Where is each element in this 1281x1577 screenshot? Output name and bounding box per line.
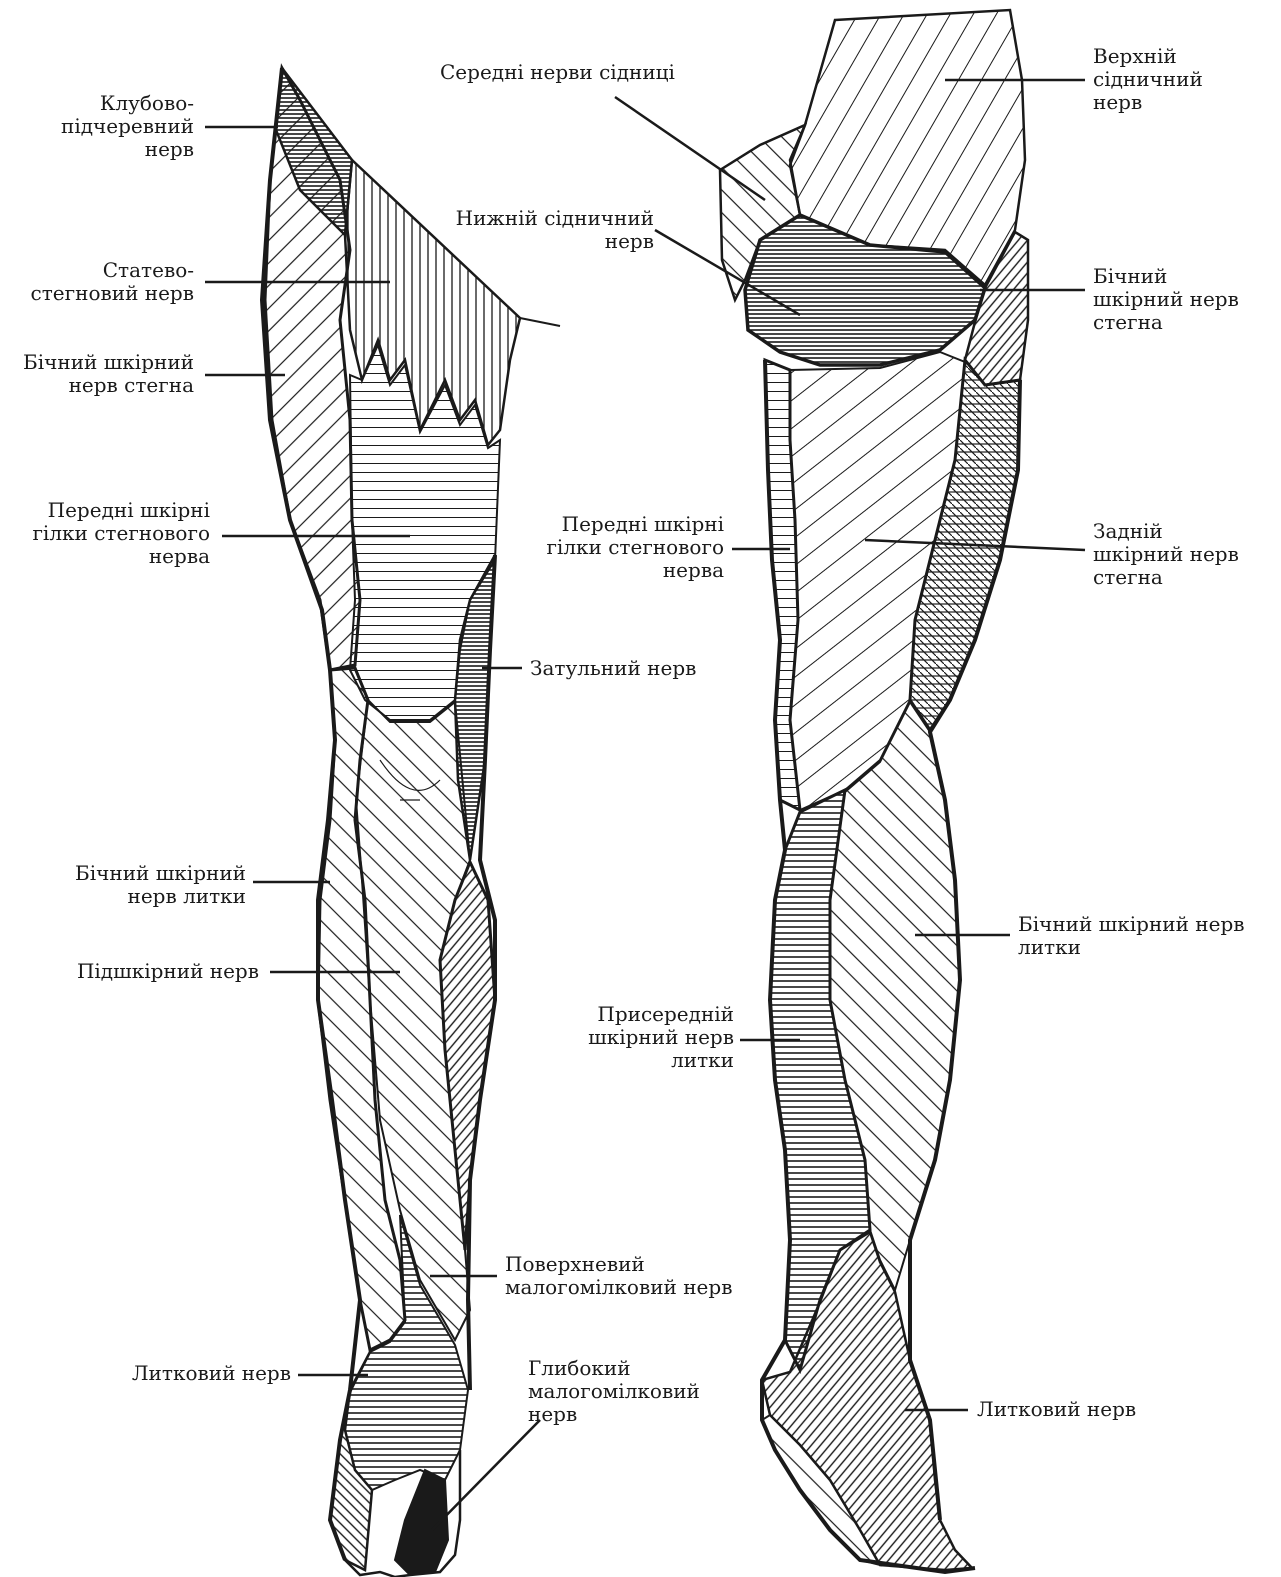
label-line: нерв xyxy=(61,138,194,161)
label-inferior-gluteal: Нижній сідничний нерв xyxy=(456,207,654,253)
label-back-lateral-femoral: Бічний шкірний нерв стегна xyxy=(1093,265,1239,334)
label-line: малогомілковий xyxy=(528,1380,700,1403)
label-line: литки xyxy=(1018,936,1245,959)
label-superficial-peroneal: Поверхневий малогомілковий нерв xyxy=(505,1253,732,1299)
label-line: Передні шкірні xyxy=(32,499,210,522)
label-iliohypogastric: Клубово- підчеревний нерв xyxy=(61,92,194,161)
front-leg xyxy=(262,68,560,1577)
label-line: литки xyxy=(588,1049,734,1072)
label-line: Бічний шкірний xyxy=(23,351,194,374)
label-front-anterior-femoral: Передні шкірні гілки стегнового нерва xyxy=(32,499,210,568)
label-line: Литковий нерв xyxy=(132,1362,291,1385)
label-line: Затульний нерв xyxy=(530,657,696,680)
label-line: гілки стегнового xyxy=(546,536,724,559)
label-front-lateral-femoral: Бічний шкірний нерв стегна xyxy=(23,351,194,397)
label-back-lateral-sural: Бічний шкірний нерв литки xyxy=(1018,913,1245,959)
label-line: нерв xyxy=(456,230,654,253)
label-line: Нижній сідничний xyxy=(456,207,654,230)
label-back-anterior-femoral: Передні шкірні гілки стегнового нерва xyxy=(546,513,724,582)
label-front-lateral-sural: Бічний шкірний нерв литки xyxy=(75,862,246,908)
label-line: Верхній xyxy=(1093,45,1203,68)
label-back-sural: Литковий нерв xyxy=(977,1398,1136,1421)
label-line: нерв xyxy=(1093,91,1203,114)
label-line: малогомілковий нерв xyxy=(505,1276,732,1299)
label-line: підчеревний xyxy=(61,115,194,138)
label-posterior-femoral: Задній шкірний нерв стегна xyxy=(1093,520,1239,589)
label-genitofemoral: Статево- стегновий нерв xyxy=(31,259,194,305)
label-line: стегновий нерв xyxy=(31,282,194,305)
label-line: гілки стегнового xyxy=(32,522,210,545)
label-line: стегна xyxy=(1093,566,1239,589)
label-line: Бічний шкірний xyxy=(75,862,246,885)
label-saphenous: Підшкірний нерв xyxy=(77,960,259,983)
label-superior-gluteal: Верхній сідничний нерв xyxy=(1093,45,1203,114)
label-line: нерв литки xyxy=(75,885,246,908)
label-line: Клубово- xyxy=(61,92,194,115)
label-line: Задній xyxy=(1093,520,1239,543)
label-line: Поверхневий xyxy=(505,1253,732,1276)
label-line: нерва xyxy=(546,559,724,582)
label-line: нерв стегна xyxy=(23,374,194,397)
label-obturator: Затульний нерв xyxy=(530,657,696,680)
label-line: нерва xyxy=(32,545,210,568)
label-line: шкірний нерв xyxy=(1093,288,1239,311)
label-line: сідничний xyxy=(1093,68,1203,91)
back-leg xyxy=(720,10,1028,1572)
leader-middle-cluneal xyxy=(615,97,765,200)
label-line: Середні нерви сідниці xyxy=(440,61,675,84)
label-line: Присередній xyxy=(588,1003,734,1026)
label-line: Бічний шкірний нерв xyxy=(1018,913,1245,936)
label-line: Передні шкірні xyxy=(546,513,724,536)
label-line: Статево- xyxy=(31,259,194,282)
label-line: нерв xyxy=(528,1403,700,1426)
label-line: шкірний нерв xyxy=(1093,543,1239,566)
label-medial-sural: Присередній шкірний нерв литки xyxy=(588,1003,734,1072)
label-front-sural: Литковий нерв xyxy=(132,1362,291,1385)
label-line: Підшкірний нерв xyxy=(77,960,259,983)
label-line: Бічний xyxy=(1093,265,1239,288)
label-line: шкірний нерв xyxy=(588,1026,734,1049)
label-line: Глибокий xyxy=(528,1357,700,1380)
label-deep-peroneal: Глибокий малогомілковий нерв xyxy=(528,1357,700,1426)
label-line: Литковий нерв xyxy=(977,1398,1136,1421)
label-middle-cluneal: Середні нерви сідниці xyxy=(440,61,675,84)
label-line: стегна xyxy=(1093,311,1239,334)
